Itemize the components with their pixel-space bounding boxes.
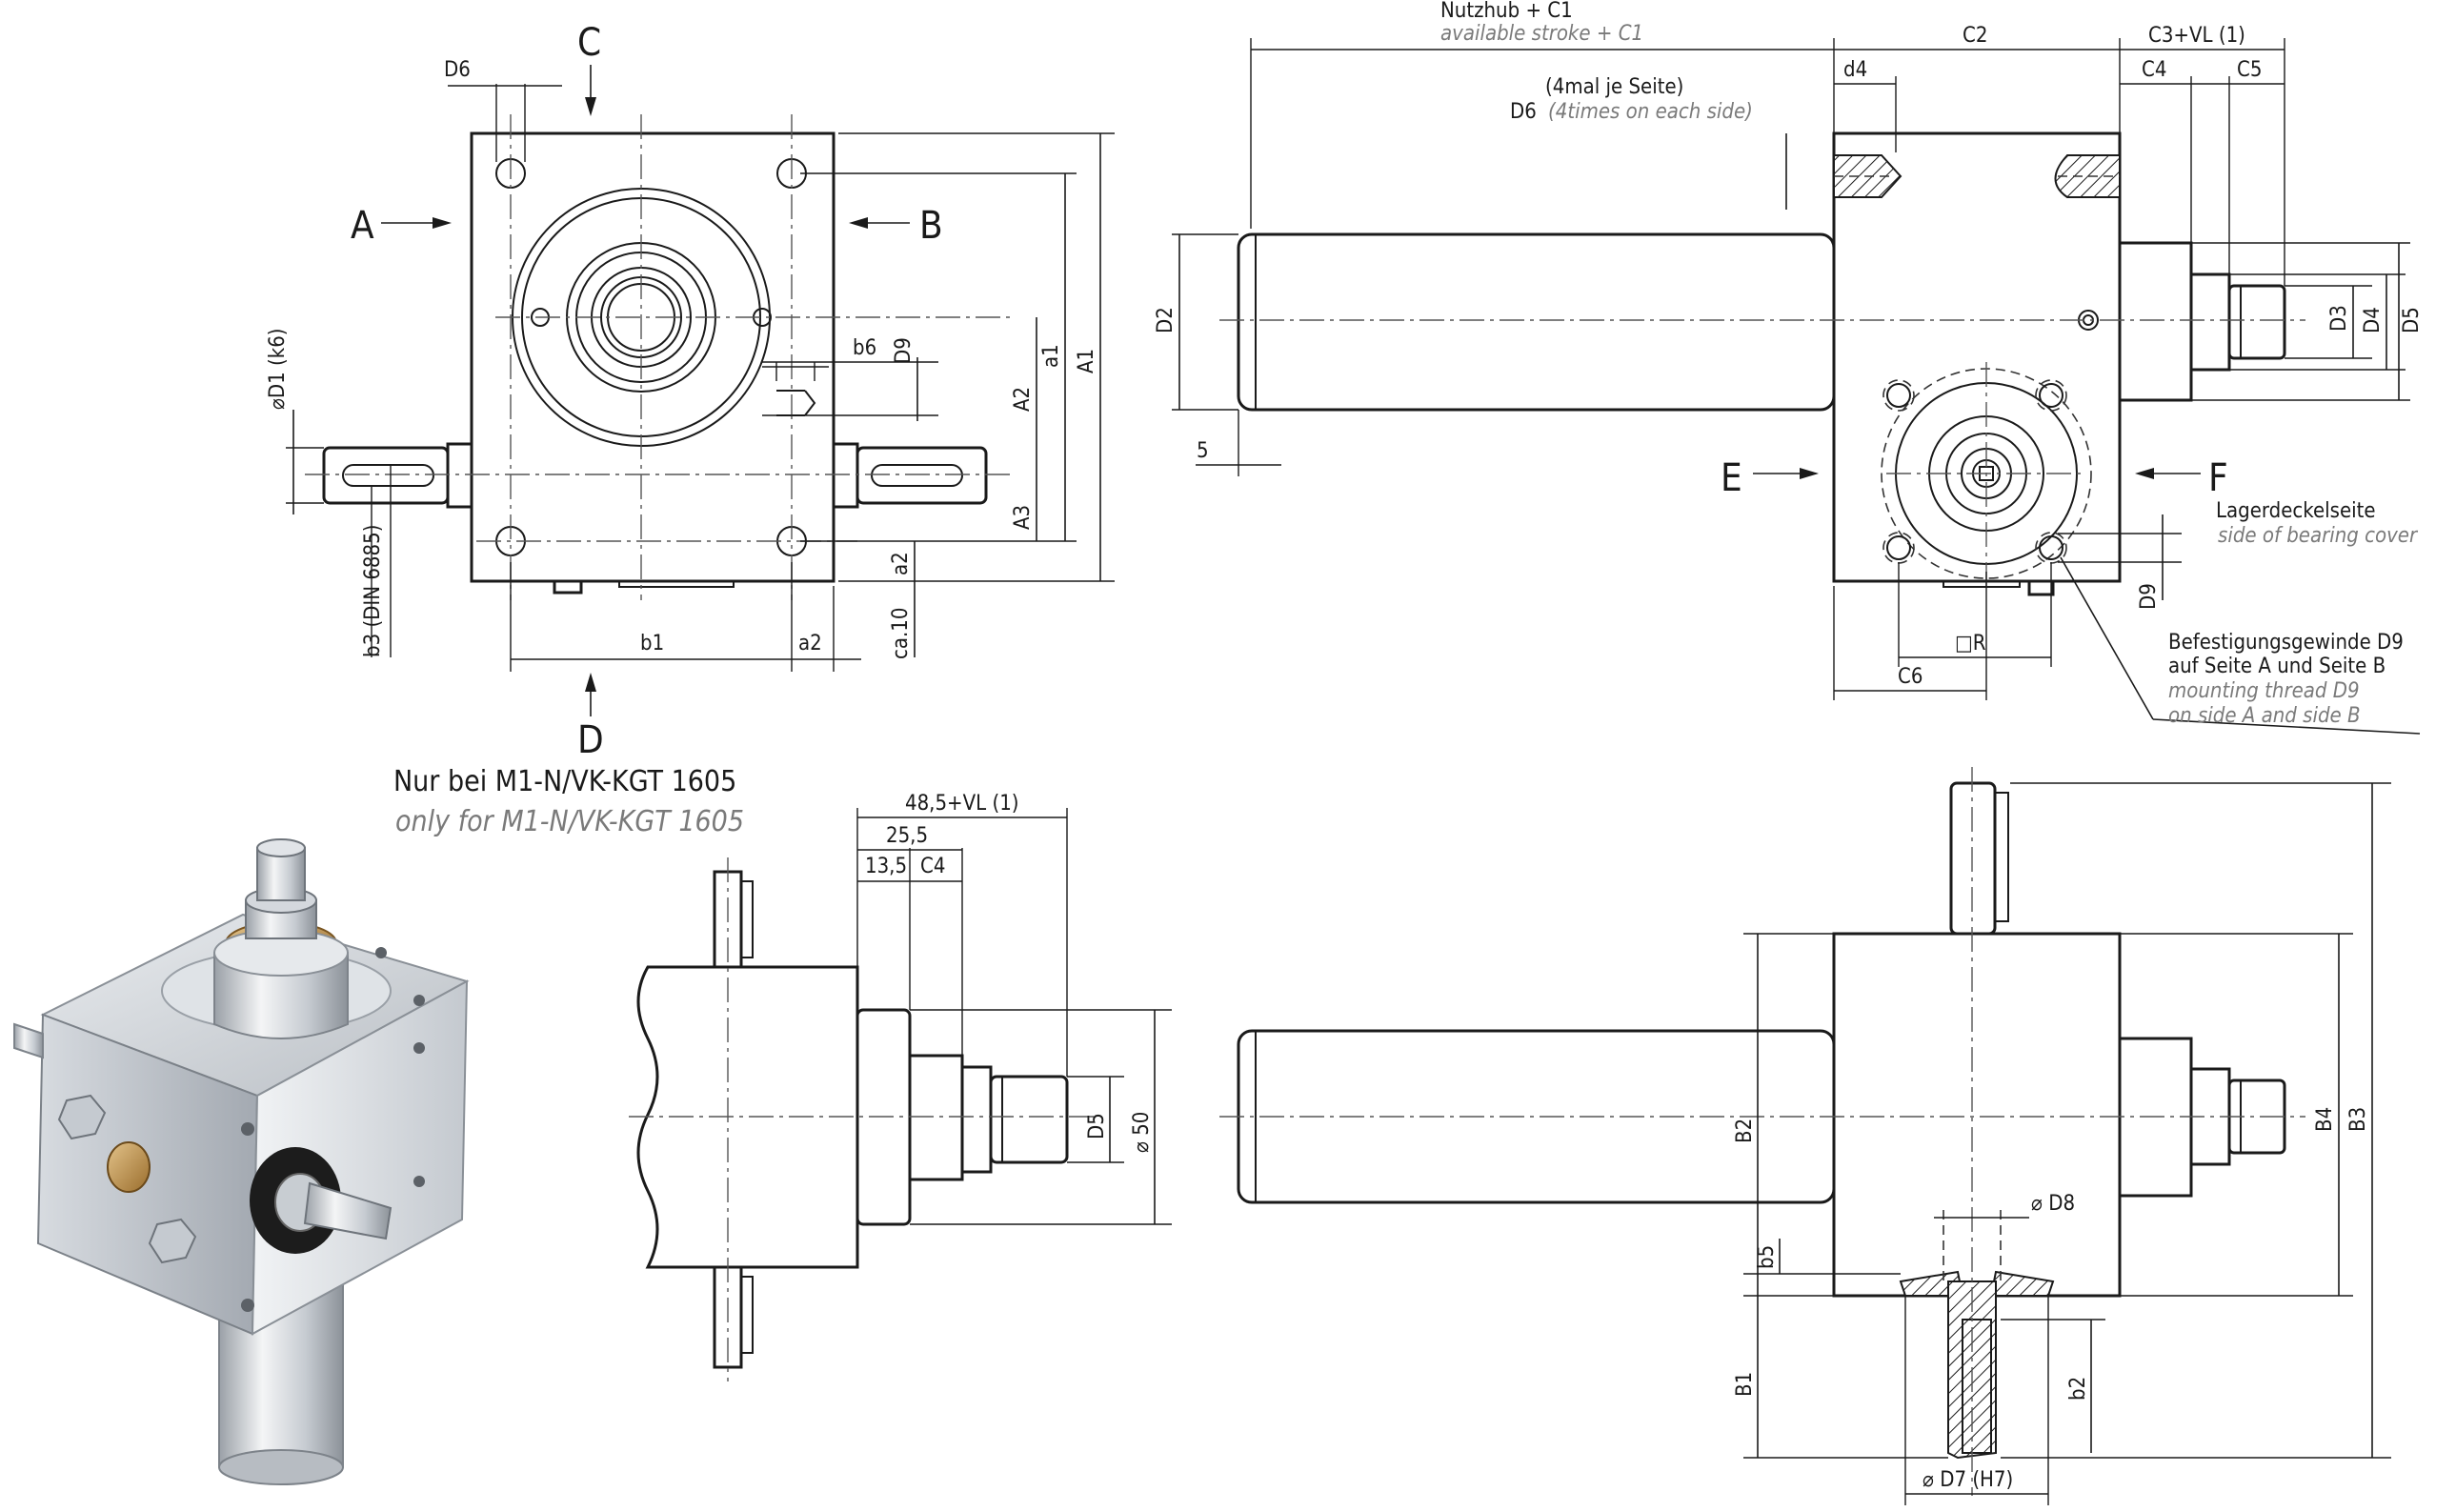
label-d6: D6 — [444, 58, 471, 82]
view-arrow-c: C — [577, 21, 601, 65]
housing-front — [470, 131, 835, 583]
piston-tube — [1237, 232, 1836, 412]
view-arrow-a: A — [351, 204, 374, 248]
note-stroke-de: Nutzhub + C1 — [1440, 0, 1573, 23]
label-five: 5 — [1197, 439, 1209, 463]
note-thread-en-2: on side A and side B — [2168, 704, 2361, 728]
housing-side — [1832, 131, 2122, 583]
label-b2-big: B2 — [1733, 1119, 1757, 1143]
detail-view: Nur bei M1-N/VK-KGT 1605 only for M1-N/V… — [393, 765, 1172, 1381]
label-d7-h7: ⌀ D7 (H7) — [1923, 1468, 2013, 1492]
note-bearing-en: side of bearing cover — [2218, 524, 2419, 548]
label-a1-small: a1 — [1039, 344, 1063, 368]
label-d9-side: D9 — [2137, 583, 2161, 610]
label-c4: C4 — [2142, 58, 2166, 82]
label-b3: B3 — [2346, 1107, 2370, 1132]
label-d2: D2 — [1154, 307, 1178, 333]
note-thread-en-1: mounting thread D9 — [2168, 679, 2360, 703]
note-d6-label: D6 — [1510, 100, 1537, 124]
label-25-5: 25,5 — [886, 824, 928, 848]
label-b1-side: B1 — [1733, 1372, 1757, 1397]
note-only-en: only for M1-N/VK-KGT 1605 — [395, 805, 744, 838]
note-only-de: Nur bei M1-N/VK-KGT 1605 — [393, 765, 736, 798]
front-view: A B C D D6 ⌀D1 (k6) b3 (DIN 6885) b6 D9 … — [266, 21, 1115, 762]
label-c6: C6 — [1898, 665, 1923, 689]
note-bearing-de: Lagerdeckelseite — [2216, 499, 2376, 523]
label-d4-small: d4 — [1843, 58, 1867, 82]
label-d5: D5 — [2400, 307, 2424, 333]
label-48-5-vl: 48,5+VL (1) — [905, 792, 1019, 816]
label-13-5: 13,5 — [865, 855, 907, 878]
label-b1: b1 — [640, 632, 664, 655]
label-b6: b6 — [853, 336, 876, 360]
label-a2-bottom: a2 — [798, 632, 822, 655]
label-r-square: □R — [1955, 632, 1986, 655]
view-arrow-b: B — [919, 204, 943, 248]
housing-section — [636, 965, 859, 1269]
label-d4: D4 — [2361, 307, 2385, 333]
label-c2: C2 — [1963, 24, 1987, 48]
note-thread-de-2: auf Seite A und Seite B — [2168, 655, 2386, 678]
label-b5: b5 — [1755, 1245, 1779, 1269]
label-d3: D3 — [2327, 305, 2351, 332]
label-d5-detail: D5 — [1085, 1113, 1109, 1139]
view-arrow-f: F — [2208, 456, 2228, 500]
label-ca10: ca.10 — [889, 608, 913, 659]
note-d6-count-de: (4mal je Seite) — [1545, 75, 1683, 99]
label-b4: B4 — [2313, 1107, 2337, 1132]
product-render — [13, 838, 470, 1485]
housing-top — [1832, 932, 2122, 1298]
label-a2-small: a2 — [889, 552, 913, 575]
label-a1-big: A1 — [1075, 349, 1098, 373]
label-a2-cap: A2 — [1011, 387, 1035, 412]
note-d6-count-en: (4times on each side) — [1548, 100, 1753, 124]
label-c5: C5 — [2237, 58, 2262, 82]
label-b3-din: b3 (DIN 6885) — [361, 525, 385, 657]
view-arrow-d: D — [577, 718, 604, 762]
label-c4-detail: C4 — [920, 855, 945, 878]
side-view: E F Nutzhub + C1 available stroke + C1 (… — [1154, 0, 2424, 735]
label-d9: D9 — [892, 337, 916, 364]
label-d1-k6: ⌀D1 (k6) — [266, 328, 290, 410]
note-stroke-en: available stroke + C1 — [1440, 22, 1643, 46]
view-arrow-e: E — [1721, 456, 1742, 500]
label-b2-small: b2 — [2066, 1377, 2090, 1401]
label-d50: ⌀ 50 — [1130, 1112, 1154, 1153]
top-view: B2 B1 b5 B4 B3 b2 ⌀ D8 ⌀ D7 (H7) — [1219, 767, 2391, 1505]
label-d8: ⌀ D8 — [2031, 1192, 2075, 1216]
label-c3-vl: C3+VL (1) — [2148, 24, 2245, 48]
note-thread-de-1: Befestigungsgewinde D9 — [2168, 631, 2404, 655]
label-a3: A3 — [1011, 505, 1035, 530]
